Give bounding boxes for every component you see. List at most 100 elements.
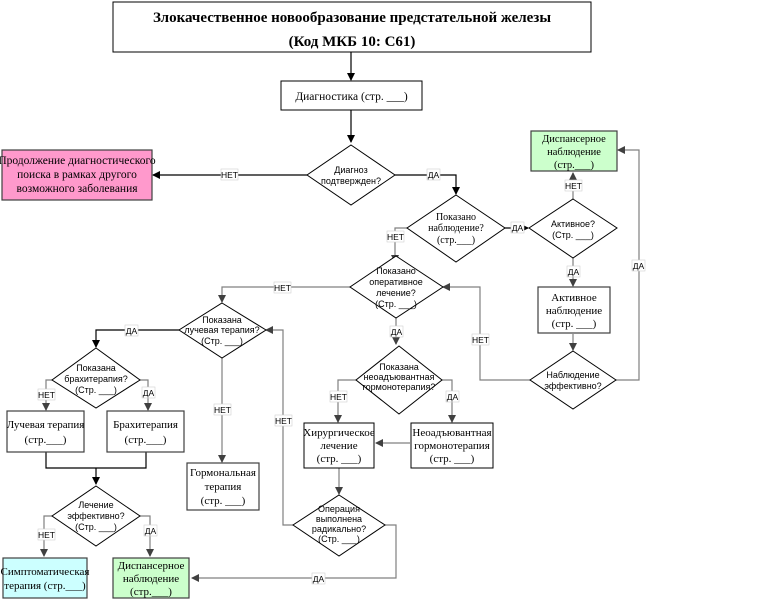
svg-text:радикально?: радикально?	[312, 524, 366, 534]
node-hormonal-therapy[interactable]: Гормональная терапия (стр. ___)	[186, 462, 260, 511]
edge-confirmed-yes	[395, 174, 460, 195]
svg-text:Неоадъювантная: Неоадъювантная	[412, 427, 491, 439]
label-neoadj-yes: ДА	[445, 390, 460, 403]
svg-text:(Стр. ___): (Стр. ___)	[318, 534, 360, 544]
node-radiation-therapy[interactable]: Лучевая терапия (стр.___)	[6, 410, 85, 453]
label-obseffective-no: НЕТ	[471, 333, 490, 346]
label-obseffective-yes: ДА	[631, 259, 646, 272]
svg-text:(Стр. ___): (Стр. ___)	[201, 336, 243, 346]
svg-text:НЕТ: НЕТ	[472, 335, 489, 345]
svg-text:НЕТ: НЕТ	[214, 405, 231, 415]
svg-text:(стр.___): (стр.___)	[125, 434, 167, 446]
node-symptomatic-therapy[interactable]: Симптоматическая терапия (стр.___)	[1, 557, 90, 599]
edge-radiation-yes	[92, 329, 179, 348]
svg-text:гормонотерапия?: гормонотерапия?	[363, 382, 436, 392]
decision-brachytherapy-indicated[interactable]: Показана брахитерапия? (Стр. ___)	[51, 347, 141, 409]
svg-text:ДА: ДА	[145, 526, 157, 536]
svg-text:(стр. ___): (стр. ___)	[317, 453, 362, 465]
svg-text:Операция: Операция	[318, 504, 360, 514]
decision-active[interactable]: Активное? (Стр. ___)	[528, 198, 618, 259]
svg-text:ДА: ДА	[313, 574, 325, 584]
decision-radical-operation[interactable]: Операция выполнена радикально? (Стр. ___…	[292, 494, 386, 557]
svg-text:Гормональная: Гормональная	[190, 467, 256, 479]
svg-text:неоадъювантная: неоадъювантная	[363, 372, 434, 382]
svg-text:(стр.___): (стр.___)	[554, 160, 594, 171]
svg-text:ДА: ДА	[568, 267, 580, 277]
node-continue-search[interactable]: Продолжение диагностического поиска в ра…	[0, 149, 156, 201]
svg-text:(Стр. ___): (Стр. ___)	[552, 230, 594, 240]
svg-text:гормонотерапия: гормонотерапия	[414, 440, 490, 452]
svg-text:(стр.___): (стр.___)	[437, 235, 475, 246]
svg-text:наблюдение: наблюдение	[123, 573, 179, 585]
svg-text:Симптоматическая: Симптоматическая	[1, 566, 90, 578]
svg-text:Брахитерапия: Брахитерапия	[113, 419, 178, 431]
label-radical-yes: ДА	[311, 572, 326, 585]
svg-text:(стр. ___): (стр. ___)	[201, 495, 246, 507]
svg-text:(Стр. ___): (Стр. ___)	[75, 522, 117, 532]
edge-observation-no	[391, 227, 407, 263]
edge-obseffective-no	[442, 283, 530, 381]
svg-text:Лечение: Лечение	[78, 500, 113, 510]
svg-text:Диспансерное: Диспансерное	[118, 560, 185, 572]
svg-text:лучевая терапия?: лучевая терапия?	[184, 325, 259, 335]
edge-merge	[45, 452, 147, 469]
label-radical-no: НЕТ	[274, 414, 293, 427]
svg-text:Диагностика (стр. ___): Диагностика (стр. ___)	[295, 91, 408, 103]
node-neoadjuvant-therapy[interactable]: Неоадъювантная гормонотерапия (стр. ___)	[410, 422, 494, 469]
svg-text:Наблюдение: Наблюдение	[546, 370, 599, 380]
svg-text:возможного заболевания: возможного заболевания	[16, 183, 138, 195]
svg-text:ДА: ДА	[512, 223, 524, 233]
svg-text:НЕТ: НЕТ	[38, 530, 55, 540]
svg-text:НЕТ: НЕТ	[221, 170, 238, 180]
label-neoadj-no: НЕТ	[329, 390, 348, 403]
svg-text:Показана: Показана	[379, 362, 419, 372]
node-diagnostics[interactable]: Диагностика (стр. ___)	[280, 80, 423, 111]
svg-text:ДА: ДА	[428, 170, 440, 180]
label-observation-yes: ДА	[510, 221, 525, 234]
node-dispensary-top[interactable]: Диспансерное наблюдение (стр.___)	[530, 130, 618, 172]
svg-text:НЕТ: НЕТ	[330, 392, 347, 402]
label-surgery-yes: ДА	[389, 325, 404, 338]
decision-observation-effective[interactable]: Наблюдение эффективно?	[529, 350, 617, 410]
svg-text:Показано: Показано	[436, 212, 476, 223]
decision-diagnosis-confirmed[interactable]: Диагноз подтвержден?	[306, 144, 396, 206]
label-observation-no: НЕТ	[386, 230, 405, 243]
decision-observation-indicated[interactable]: Показано наблюдение? (стр.___)	[406, 194, 506, 263]
svg-text:(Стр. ___): (Стр. ___)	[75, 385, 117, 395]
svg-text:ДА: ДА	[447, 392, 459, 402]
svg-text:Активное?: Активное?	[551, 219, 595, 229]
svg-text:эффективно?: эффективно?	[67, 511, 124, 521]
svg-text:наблюдение: наблюдение	[547, 147, 601, 158]
label-confirmed-yes: ДА	[426, 168, 441, 181]
node-active-observation[interactable]: Активное наблюдение (стр. ___)	[537, 286, 611, 334]
decision-surgery-indicated[interactable]: Показано оперативное лечение? (Стр. ___)	[349, 255, 444, 319]
edge-effective-no	[40, 515, 52, 557]
decision-treatment-effective[interactable]: Лечение эффективно? (Стр. ___)	[51, 485, 141, 547]
svg-text:брахитерапия?: брахитерапия?	[64, 374, 128, 384]
svg-text:лечение?: лечение?	[376, 288, 416, 298]
decision-neoadjuvant-indicated[interactable]: Показана неоадъювантная гормонотерапия?	[355, 345, 443, 415]
svg-text:НЕТ: НЕТ	[275, 416, 292, 426]
edge-labels: НЕТ ДА ДА НЕТ НЕТ ДА ДА НЕТ НЕТ ДА НЕТ Д…	[37, 168, 646, 585]
edge-neoadj-no	[334, 379, 356, 423]
node-surgical-treatment[interactable]: Хирургическое лечение (стр. ___)	[303, 422, 375, 469]
svg-text:Диспансерное: Диспансерное	[542, 134, 606, 145]
edge-radical-no	[265, 326, 293, 526]
edge-effective-yes	[140, 515, 154, 557]
svg-text:НЕТ: НЕТ	[565, 181, 582, 191]
svg-text:(стр.___): (стр.___)	[25, 434, 67, 446]
svg-text:Продолжение диагностического: Продолжение диагностического	[0, 155, 156, 167]
svg-text:подтвержден?: подтвержден?	[321, 176, 381, 186]
svg-text:ДА: ДА	[126, 326, 138, 336]
svg-text:Хирургическое: Хирургическое	[303, 427, 375, 439]
decision-radiation-indicated[interactable]: Показана лучевая терапия? (Стр. ___)	[178, 302, 267, 359]
label-effective-no: НЕТ	[37, 528, 56, 541]
svg-text:ДА: ДА	[143, 388, 155, 398]
node-brachytherapy[interactable]: Брахитерапия (стр.___)	[106, 410, 185, 453]
svg-text:выполнена: выполнена	[316, 514, 362, 524]
node-dispensary-bottom[interactable]: Диспансерное наблюдение (стр.___)	[112, 557, 190, 599]
svg-text:оперативное: оперативное	[369, 277, 423, 287]
label-brachy-yes: ДА	[141, 386, 156, 399]
edge-neoadj-yes	[442, 379, 456, 423]
